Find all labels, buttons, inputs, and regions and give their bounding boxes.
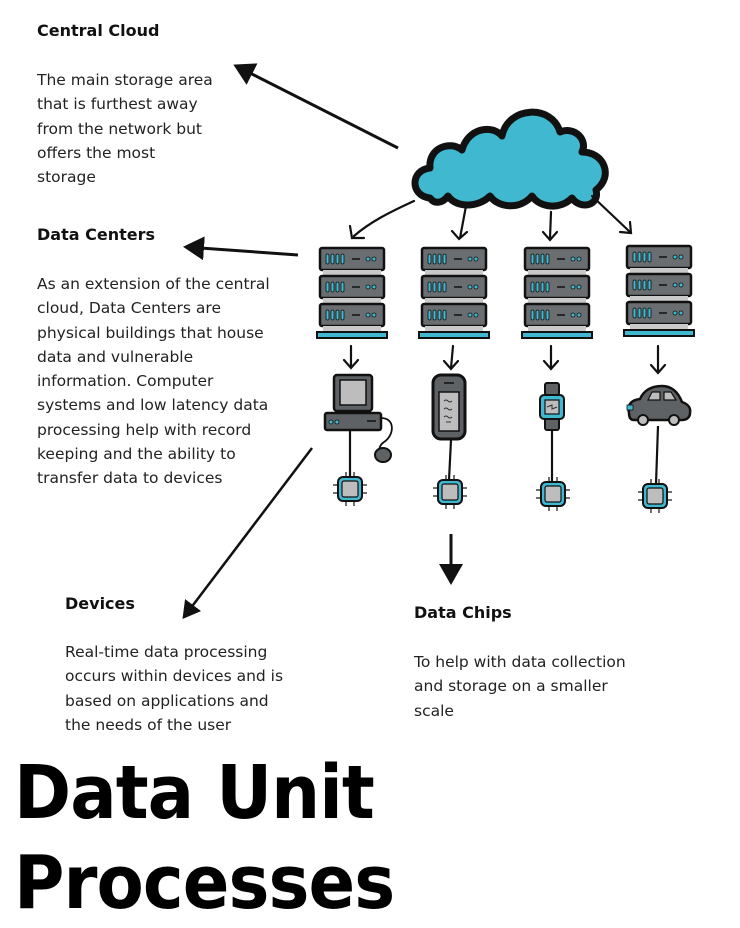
arrow-to-data-centers bbox=[183, 236, 299, 261]
text-line: that is furthest away bbox=[37, 95, 198, 114]
chip-icon bbox=[332, 471, 368, 507]
central-cloud-description: The main storage area that is furthest a… bbox=[37, 68, 213, 189]
cloud-to-server-arrows bbox=[348, 194, 633, 242]
text-line: transfer data to devices bbox=[37, 469, 223, 488]
arrow-to-devices bbox=[182, 447, 313, 619]
text-line: information. Computer bbox=[37, 372, 214, 391]
data-centers-description: As an extension of the central cloud, Da… bbox=[37, 272, 270, 491]
text-line: and storage on a smaller bbox=[414, 677, 608, 696]
server-rack-icon bbox=[417, 246, 491, 340]
arrow-to-central-cloud bbox=[233, 63, 399, 150]
car-icon bbox=[626, 384, 692, 426]
data-centers-heading: Data Centers bbox=[37, 225, 155, 244]
server-to-device-arrows bbox=[342, 344, 667, 375]
devices-description: Real-time data processing occurs within … bbox=[65, 640, 283, 737]
text-line: storage bbox=[37, 168, 96, 187]
server-rack-icon bbox=[622, 244, 696, 338]
text-line: Real-time data processing bbox=[65, 643, 268, 661]
text-line: cloud, Data Centers are bbox=[37, 299, 222, 318]
devices-heading: Devices bbox=[65, 594, 135, 613]
text-line: based on applications and bbox=[65, 691, 269, 710]
central-cloud-heading: Central Cloud bbox=[37, 21, 160, 40]
server-rack-icon bbox=[520, 246, 594, 340]
text-line: To help with data collection bbox=[414, 653, 626, 671]
chip-icon bbox=[535, 476, 571, 512]
data-chips-description: To help with data collection and storage… bbox=[414, 650, 626, 723]
text-line: the needs of the user bbox=[65, 715, 232, 734]
text-line: physical buildings that house bbox=[37, 323, 264, 342]
data-chips-heading: Data Chips bbox=[414, 603, 512, 622]
smartphone-icon bbox=[431, 373, 467, 441]
chip-icon bbox=[637, 478, 673, 514]
text-line: processing help with record bbox=[37, 420, 252, 439]
text-line: scale bbox=[414, 701, 454, 720]
diagram-canvas bbox=[182, 63, 696, 619]
text-line: data and vulnerable bbox=[37, 347, 194, 366]
device-to-chip-wires bbox=[348, 425, 660, 485]
text-line: occurs within devices and is bbox=[65, 667, 284, 686]
text-line: from the network but bbox=[37, 119, 202, 138]
chip-icon bbox=[432, 474, 468, 510]
server-rack-icon bbox=[315, 246, 389, 340]
cloud-icon bbox=[411, 108, 609, 210]
text-line: offers the most bbox=[37, 143, 156, 162]
text-line: As an extension of the central bbox=[37, 275, 270, 293]
text-line: The main storage area bbox=[37, 71, 213, 89]
desktop-computer-icon bbox=[323, 373, 393, 463]
smartwatch-icon bbox=[539, 382, 565, 431]
text-line: systems and low latency data bbox=[37, 396, 269, 415]
text-line: keeping and the ability to bbox=[37, 445, 236, 464]
